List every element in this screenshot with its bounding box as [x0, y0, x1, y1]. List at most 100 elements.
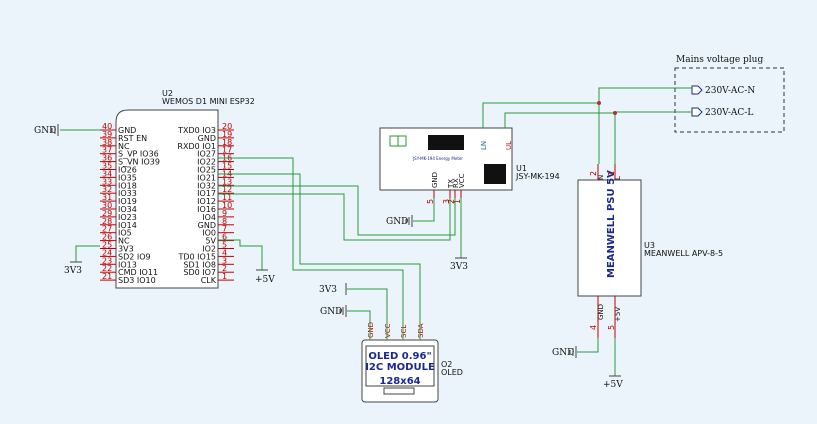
v5-label-psu: +5V	[603, 380, 623, 390]
u2-pin-number: 1	[222, 272, 227, 281]
plug-title: Mains voltage plug	[676, 55, 763, 65]
gnd-icon	[51, 124, 59, 136]
u2-pin-number: 19	[222, 130, 232, 139]
energy-meter: JSY-MK-194 Energy Meter U1 JSY-MK-194 LN…	[379, 127, 560, 204]
port-n-icon	[691, 85, 703, 95]
gnd-label-u1: GND	[386, 217, 408, 227]
u2-pin-number: 12	[222, 185, 232, 194]
u2-pin-name: IO25	[197, 166, 216, 175]
u1-pin-name: VCC	[458, 173, 466, 188]
oled-pin-name: SDA	[417, 323, 425, 338]
u2-pin-name: GND	[198, 221, 216, 230]
oled-pin-name: GND	[367, 322, 375, 338]
u3-pin-n: N	[597, 175, 605, 180]
u2-pin-number: 26	[102, 233, 112, 242]
u2-pin-name: SD1 IO8	[183, 260, 216, 269]
u2-pin-name: S_VN IO39	[118, 158, 160, 167]
u2-pin-number: 34	[102, 169, 112, 178]
u3-pin-l: L	[614, 176, 622, 180]
u2-pin-number: 33	[102, 177, 112, 186]
u1-pin-name: RX	[452, 178, 460, 188]
u2-pin-name: IO5	[118, 229, 132, 238]
u2-pin-number: 29	[102, 209, 112, 218]
u1-connector	[428, 135, 464, 150]
u2-pin-name: IO13	[118, 260, 137, 269]
u1-chip	[484, 164, 506, 184]
u2-pin-number: 7	[222, 225, 227, 234]
u2-pin-name: SD0 IO7	[183, 268, 216, 277]
gnd-icon	[405, 215, 413, 227]
u1-pin-name: GND	[431, 172, 439, 188]
u2-pin-number: 25	[102, 241, 112, 250]
u2-body	[115, 109, 219, 289]
u2-pin-number: 15	[222, 162, 232, 171]
u2-pin-name: IO4	[202, 213, 216, 222]
u2-pin-name: IO27	[197, 150, 216, 159]
u2-pin-name: IO21	[197, 173, 216, 182]
u3-pin-5v-num: 5	[607, 325, 616, 330]
u1-body-text: JSY-MK-194 Energy Meter	[412, 156, 463, 161]
u1-pin-ln: LN	[480, 141, 488, 150]
port-l-icon	[691, 107, 703, 117]
plug-outline	[674, 67, 785, 133]
u1-pin-number: 3	[442, 199, 451, 204]
u2-pin-number: 38	[102, 138, 112, 147]
u2-pin-name: IO19	[118, 197, 137, 206]
u2-pin-name: IO12	[197, 197, 216, 206]
u2-pin-name: IO33	[118, 189, 137, 198]
u2-pin-number: 9	[222, 209, 227, 218]
u2-pin-name: TD0 IO15	[177, 252, 216, 261]
u2-pin-name: CMD IO11	[118, 268, 158, 277]
oled-pin-name: VCC	[384, 323, 392, 338]
port-l-label: 230V-AC-L	[705, 108, 753, 118]
u2-pin-name: IO16	[197, 205, 216, 214]
oled-pin-name: SCL	[400, 325, 408, 338]
oled-line2: I2C MODULE	[365, 362, 435, 373]
oled-module: OLED 0.96" I2C MODULE 128x64 O2 OLED GND…	[361, 322, 463, 403]
u3-pin-l-num: 1	[607, 171, 616, 176]
u2-pin-number: 4	[222, 248, 227, 257]
oled-line3: 128x64	[379, 376, 420, 387]
u2-pin-name: 3V3	[118, 245, 134, 254]
u1-pin-number: 2	[447, 199, 456, 204]
u3-pin-5v: +5V	[614, 307, 622, 322]
u2-pin-number: 36	[102, 154, 112, 163]
u1-pin-ul: UL	[505, 141, 513, 150]
junction-n	[597, 101, 601, 105]
u2-pin-number: 24	[102, 248, 112, 257]
u2-pin-number: 8	[222, 217, 227, 226]
gnd-label-psu: GND	[552, 348, 574, 358]
u2-pin-name: RXD0 IO1	[177, 142, 216, 151]
wires	[60, 87, 692, 376]
u3-body-text: MEANWELL PSU 5V	[606, 170, 617, 278]
u2-pin-name: IO32	[197, 181, 216, 190]
u3-pin-gnd: GND	[597, 304, 605, 320]
u2-pin-name: 5V	[205, 237, 216, 246]
u2-pin-name: IO34	[118, 205, 137, 214]
u1-pin-name: TX	[447, 179, 455, 189]
u1-ref: U1	[516, 164, 527, 173]
u1-name: JSY-MK-194	[515, 172, 560, 181]
u2-pin-number: 27	[102, 225, 112, 234]
u3-pin-n-num: 2	[589, 171, 598, 176]
u2-pin-number: 17	[222, 146, 232, 155]
u2-pin-number: 40	[102, 122, 112, 131]
u2-pin-number: 10	[222, 201, 232, 210]
u2-pin-number: 3	[222, 256, 227, 265]
mains-plug: Mains voltage plug 230V-AC-N 230V-AC-L	[674, 55, 785, 133]
u2-pin-name: IO22	[197, 158, 216, 167]
u2-pin-name: IO35	[118, 173, 137, 182]
u2-pin-name: IO18	[118, 181, 137, 190]
u2-ref: U2	[162, 89, 173, 98]
u2-pin-name: S_VP IO36	[118, 150, 159, 159]
u2-pin-name: IO17	[197, 189, 216, 198]
u2-pin-number: 13	[222, 177, 232, 186]
u3-body	[577, 179, 642, 297]
u1-pin-number: 1	[453, 199, 462, 204]
psu-module: MEANWELL PSU 5V U3 MEANWELL APV-8-5 N L …	[577, 164, 723, 338]
u2-pin-number: 18	[222, 138, 232, 147]
port-n-label: 230V-AC-N	[705, 86, 755, 96]
u2-pin-name: TXD0 IO3	[177, 126, 216, 135]
u2-pin-number: 2	[222, 264, 227, 273]
